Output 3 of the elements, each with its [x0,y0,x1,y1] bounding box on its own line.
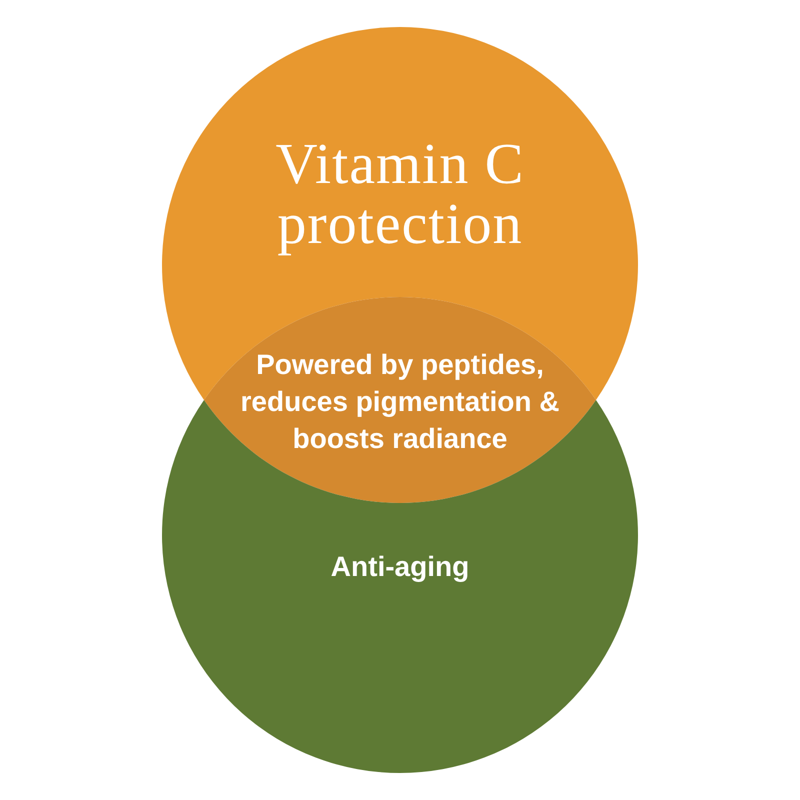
region-label: Anti-aging [330,550,470,584]
region-heading: Vitamin C protection [274,134,526,254]
overlap-label: Powered by peptides, reduces pigmentation & boosts radiance [240,348,560,456]
